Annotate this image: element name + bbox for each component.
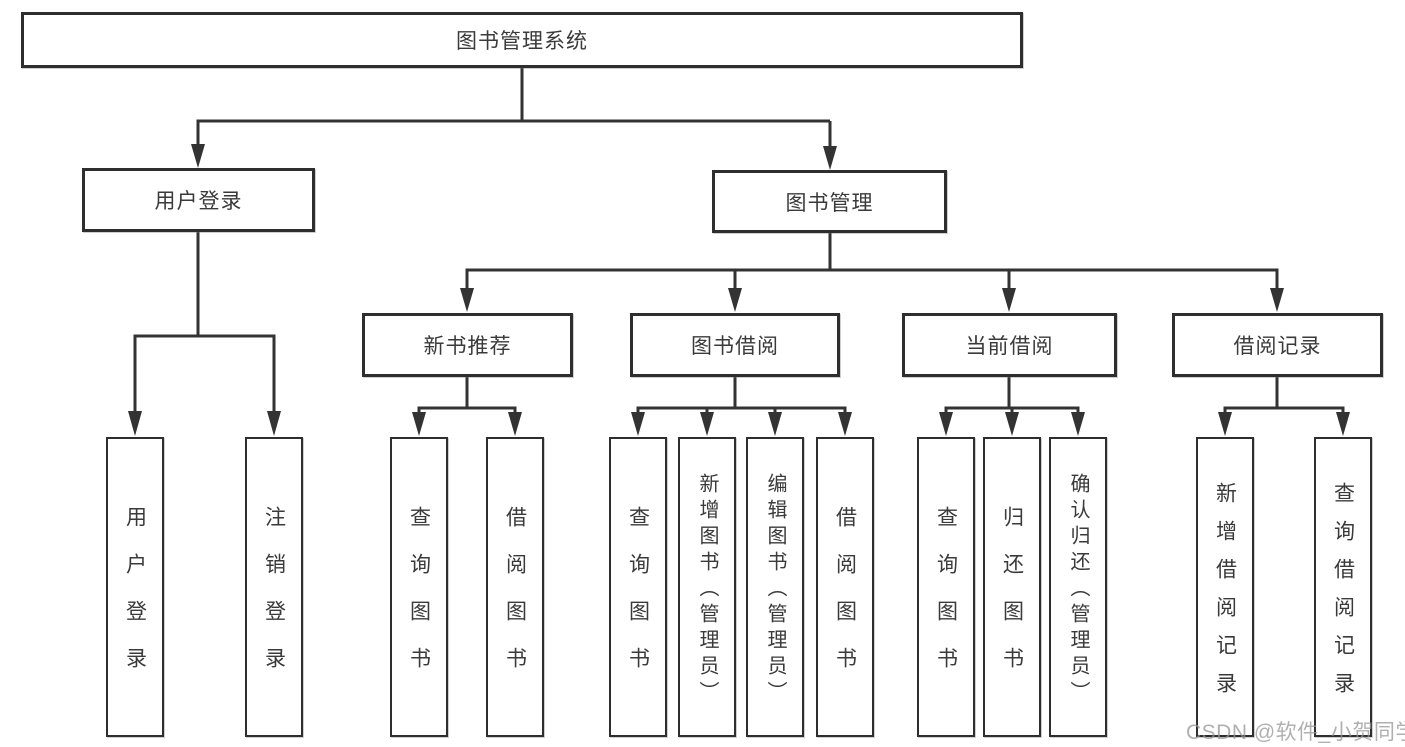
node-label: 当前借阅 bbox=[965, 335, 1054, 358]
leaf-user-login: 用户登录 bbox=[106, 437, 164, 737]
leaf-return-books: 归还图书 bbox=[983, 437, 1041, 737]
node-label: 查询图书 bbox=[626, 506, 650, 694]
node-label: 新书推荐 bbox=[423, 335, 512, 358]
edge-user-login-to-leaves bbox=[133, 232, 276, 413]
leaf-query-books-recommend: 查询图书 bbox=[390, 437, 448, 737]
node-label: 借阅记录 bbox=[1233, 335, 1322, 358]
node-current-borrowing: 当前借阅 bbox=[902, 313, 1117, 377]
leaf-edit-book-admin: 编辑图书（管理员） bbox=[746, 437, 804, 737]
node-label: 借阅图书 bbox=[833, 506, 857, 694]
node-label: 图书管理 bbox=[785, 191, 874, 215]
node-label: 查询图书 bbox=[407, 506, 431, 694]
edge-root-to-level2 bbox=[196, 67, 832, 148]
edge-records-to-leaves bbox=[1223, 377, 1345, 414]
leaf-logout: 注销登录 bbox=[245, 437, 303, 737]
node-label: 图书借阅 bbox=[691, 335, 779, 358]
node-label: 借阅图书 bbox=[503, 506, 527, 694]
leaf-borrow-books-borrowing: 借阅图书 bbox=[816, 437, 874, 737]
node-label: 用户登录 bbox=[123, 506, 147, 694]
node-label: 查询借阅记录 bbox=[1331, 481, 1355, 710]
node-label: 查询图书 bbox=[934, 506, 958, 694]
node-label: 编辑图书（管理员） bbox=[764, 473, 786, 707]
node-label: 图书管理系统 bbox=[456, 30, 588, 53]
leaf-confirm-return-admin: 确认归还（管理员） bbox=[1049, 437, 1107, 737]
node-borrowing-records: 借阅记录 bbox=[1172, 313, 1383, 377]
edge-current-to-leaves bbox=[944, 377, 1080, 414]
leaf-query-borrow-record: 查询借阅记录 bbox=[1314, 437, 1372, 737]
edge-new-book-to-leaves bbox=[417, 377, 517, 414]
node-label: 归还图书 bbox=[1000, 506, 1024, 694]
leaf-add-book-admin: 新增图书（管理员） bbox=[678, 437, 736, 737]
edge-book-borrow-to-leaves bbox=[636, 377, 847, 414]
node-label: 用户登录 bbox=[154, 190, 243, 213]
leaf-add-borrow-record: 新增借阅记录 bbox=[1196, 437, 1254, 737]
arrowheads bbox=[128, 144, 1350, 436]
node-label: 新增借阅记录 bbox=[1213, 481, 1237, 710]
node-label: 注销登录 bbox=[262, 506, 286, 694]
node-book-borrowing: 图书借阅 bbox=[630, 313, 840, 377]
node-library-management-system: 图书管理系统 bbox=[21, 12, 1023, 68]
edge-book-mgmt-to-level3 bbox=[465, 233, 1279, 290]
node-label: 确认归还（管理员） bbox=[1067, 473, 1089, 707]
node-label: 新增图书（管理员） bbox=[696, 473, 718, 707]
leaf-query-books-current: 查询图书 bbox=[917, 437, 975, 737]
node-new-book-recommendation: 新书推荐 bbox=[362, 313, 573, 377]
node-book-management: 图书管理 bbox=[712, 170, 947, 233]
leaf-query-books-borrowing: 查询图书 bbox=[609, 437, 667, 737]
node-user-login: 用户登录 bbox=[82, 168, 315, 232]
leaf-borrow-books-recommend: 借阅图书 bbox=[486, 437, 544, 737]
